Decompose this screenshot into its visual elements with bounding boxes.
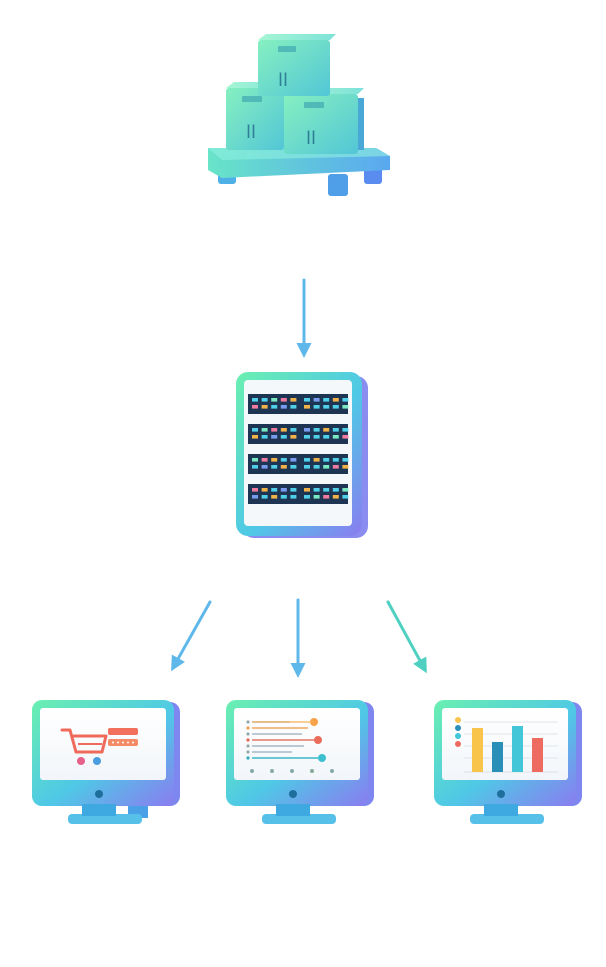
- svg-text:ll: ll: [278, 70, 288, 91]
- server-led: [290, 405, 297, 409]
- server-led: [332, 428, 339, 432]
- server-led: [261, 435, 268, 439]
- server-led: [252, 488, 258, 492]
- server-led: [304, 495, 310, 499]
- server-led: [280, 405, 287, 409]
- server-led: [323, 398, 330, 402]
- server-led: [342, 488, 349, 492]
- server-led: [261, 398, 268, 402]
- server-led: [323, 495, 330, 499]
- server-led: [252, 465, 258, 469]
- server-slot: [248, 454, 348, 474]
- server-led: [280, 495, 287, 499]
- svg-text:ll: ll: [246, 122, 256, 143]
- server-led: [271, 458, 278, 462]
- server-led: [280, 428, 287, 432]
- pallet-boxes-icon: ll ll ll: [204, 32, 394, 202]
- server-led: [342, 428, 349, 432]
- server-led: [261, 495, 268, 499]
- server-led: [304, 405, 310, 409]
- server-led: [342, 495, 349, 499]
- server-led: [323, 488, 330, 492]
- server-led: [252, 405, 258, 409]
- server-led: [332, 398, 339, 402]
- server-led: [290, 435, 297, 439]
- server-led: [261, 428, 268, 432]
- server-led: [280, 435, 287, 439]
- server-led: [252, 435, 258, 439]
- monitor-list-icon: [222, 698, 377, 828]
- server-led: [313, 428, 320, 432]
- server-led: [342, 465, 349, 469]
- server-led: [271, 435, 278, 439]
- server-led: [252, 428, 258, 432]
- server-led: [342, 458, 349, 462]
- server-led: [290, 465, 297, 469]
- server-led: [332, 488, 339, 492]
- arrow-server-to-storefront: [171, 600, 212, 672]
- server-led: [252, 398, 258, 402]
- server-led: [313, 458, 320, 462]
- server-led: [261, 405, 268, 409]
- server-led: [280, 398, 287, 402]
- server-led: [261, 488, 268, 492]
- server-led: [304, 428, 310, 432]
- server-led: [280, 488, 287, 492]
- server-led: [271, 488, 278, 492]
- server-led: [304, 465, 310, 469]
- server-led: [271, 428, 278, 432]
- server-led: [252, 495, 258, 499]
- server-led: [342, 435, 349, 439]
- server-led: [332, 405, 339, 409]
- server-led: [290, 495, 297, 499]
- server-led: [271, 405, 278, 409]
- svg-text:ll: ll: [306, 128, 316, 149]
- server-led: [313, 488, 320, 492]
- server-led: [261, 465, 268, 469]
- server-led: [332, 465, 339, 469]
- server-rack-icon: [232, 368, 372, 543]
- server-led: [290, 428, 297, 432]
- server-led: [290, 458, 297, 462]
- server-led: [290, 488, 297, 492]
- server-led: [313, 495, 320, 499]
- server-led: [313, 405, 320, 409]
- server-led: [313, 465, 320, 469]
- server-led: [313, 435, 320, 439]
- server-led: [304, 398, 310, 402]
- monitor-bar-chart-icon: [430, 698, 585, 828]
- server-led: [271, 465, 278, 469]
- server-led: [271, 398, 278, 402]
- server-led: [304, 435, 310, 439]
- server-led: [323, 435, 330, 439]
- server-slot: [248, 424, 348, 444]
- server-led: [313, 398, 320, 402]
- server-led: [252, 458, 258, 462]
- server-led: [332, 435, 339, 439]
- server-slot: [248, 484, 348, 504]
- server-led: [304, 458, 310, 462]
- server-led: [342, 405, 349, 409]
- server-led: [323, 458, 330, 462]
- server-led: [332, 458, 339, 462]
- server-led: [280, 458, 287, 462]
- monitor-shopping-cart-icon: [28, 698, 183, 828]
- arrow-server-to-analytics: [386, 600, 427, 674]
- server-led: [261, 458, 268, 462]
- server-led: [342, 398, 349, 402]
- server-led: [332, 495, 339, 499]
- server-led: [280, 465, 287, 469]
- server-led: [271, 495, 278, 499]
- server-led: [323, 465, 330, 469]
- server-led: [323, 405, 330, 409]
- server-slot: [248, 394, 348, 414]
- server-led: [290, 398, 297, 402]
- server-led: [323, 428, 330, 432]
- server-led: [304, 488, 310, 492]
